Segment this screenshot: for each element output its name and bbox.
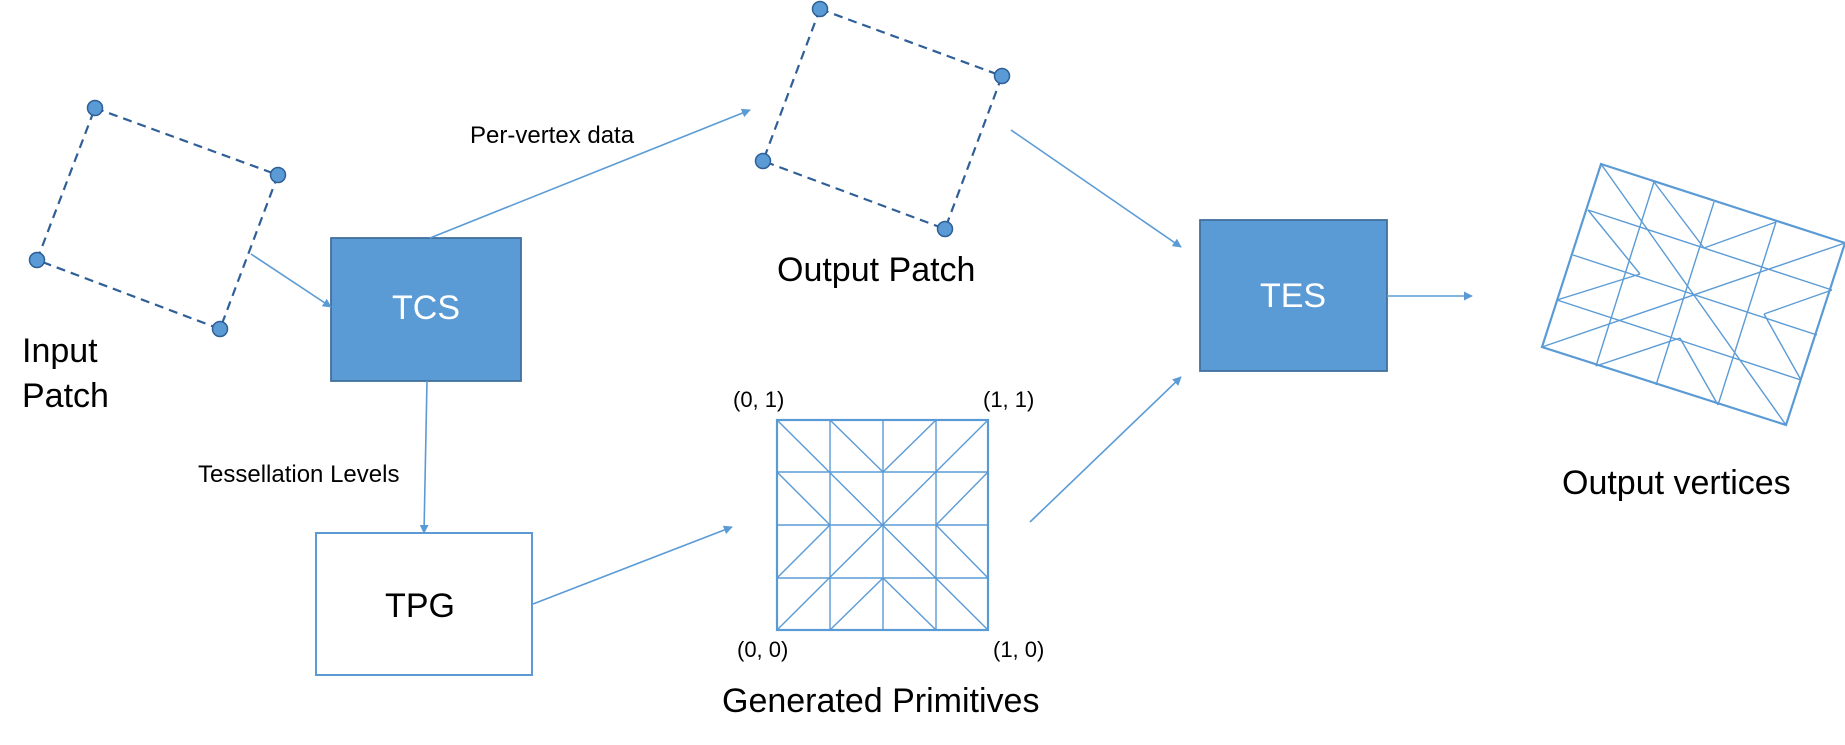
input-patch-label-line1: Input	[22, 332, 98, 370]
input-patch-vertex	[28, 251, 46, 269]
input-patch-vertex	[269, 166, 287, 184]
output-vertices-label: Output vertices	[1562, 464, 1791, 502]
tessellation-levels-label: Tessellation Levels	[198, 461, 399, 488]
arrow-input-to-tcs	[250, 253, 332, 308]
generated-primitives-label: Generated Primitives	[722, 682, 1039, 720]
per-vertex-data-label: Per-vertex data	[470, 122, 635, 149]
tes-stage-box: TES	[1199, 219, 1388, 372]
arrow-tpg-to-primitives	[532, 525, 733, 605]
coord-bottom-right: (1, 0)	[993, 637, 1044, 662]
generated-primitives-grid	[775, 418, 990, 632]
output-patch-vertex	[993, 67, 1011, 85]
input-patch-label-line2: Patch	[22, 377, 109, 415]
input-patch-vertex	[211, 320, 229, 338]
arrow-output-patch-to-tes	[1010, 129, 1182, 248]
arrow-tcs-to-output-patch	[429, 108, 751, 239]
output-patch-label: Output Patch	[777, 251, 975, 289]
tpg-stage-box: TPG	[315, 532, 533, 676]
tcs-stage-box: TCS	[330, 237, 522, 382]
arrow-primitives-to-tes	[1029, 376, 1182, 523]
coord-bottom-left: (0, 0)	[737, 637, 788, 662]
coord-top-left: (0, 1)	[733, 387, 784, 412]
input-patch-vertex	[86, 99, 104, 117]
output-patch-vertex	[811, 0, 829, 18]
arrow-tcs-to-tpg	[419, 380, 429, 534]
tcs-label: TCS	[392, 289, 460, 327]
tes-label: TES	[1260, 277, 1326, 315]
output-patch-vertex	[754, 152, 772, 170]
output-vertices-mesh	[1540, 162, 1845, 427]
input-patch	[28, 99, 287, 338]
coord-top-right: (1, 1)	[983, 387, 1034, 412]
output-patch	[754, 0, 1011, 238]
output-patch-vertex	[936, 220, 954, 238]
tpg-label: TPG	[385, 587, 455, 625]
